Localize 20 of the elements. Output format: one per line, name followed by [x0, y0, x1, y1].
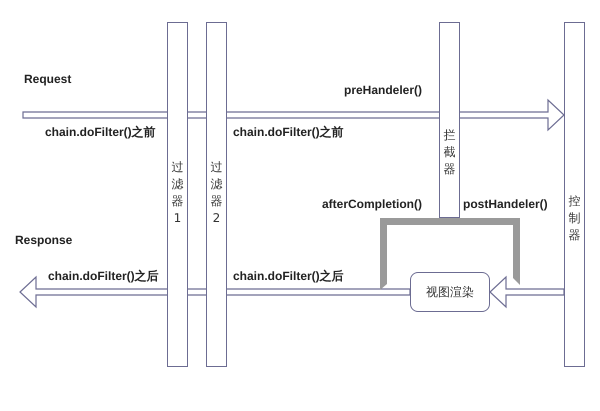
method-label: postHandeler() — [463, 197, 548, 211]
method-label: chain.doFilter()之前 — [45, 124, 156, 141]
lifeline-bar — [206, 22, 227, 367]
process-box: 视图渲染 — [410, 272, 490, 312]
bracket-arrow — [380, 218, 520, 290]
bar-label: 控制器 — [568, 193, 581, 244]
phase-label: Response — [15, 233, 72, 247]
method-label: chain.doFilter()之前 — [233, 124, 344, 141]
method-label: chain.doFilter()之后 — [233, 268, 344, 285]
bar-label: 过滤器2 — [210, 159, 223, 227]
phase-label: Request — [24, 72, 72, 86]
method-label: afterCompletion() — [322, 197, 422, 211]
lifeline-bar — [439, 22, 460, 218]
arrow — [489, 276, 565, 308]
lifeline-bar — [167, 22, 188, 367]
method-label: chain.doFilter()之后 — [48, 268, 159, 285]
bar-label: 拦截器 — [443, 127, 456, 178]
method-label: preHandeler() — [344, 83, 422, 97]
bar-label: 过滤器1 — [171, 159, 184, 227]
lifeline-bar — [564, 22, 585, 367]
